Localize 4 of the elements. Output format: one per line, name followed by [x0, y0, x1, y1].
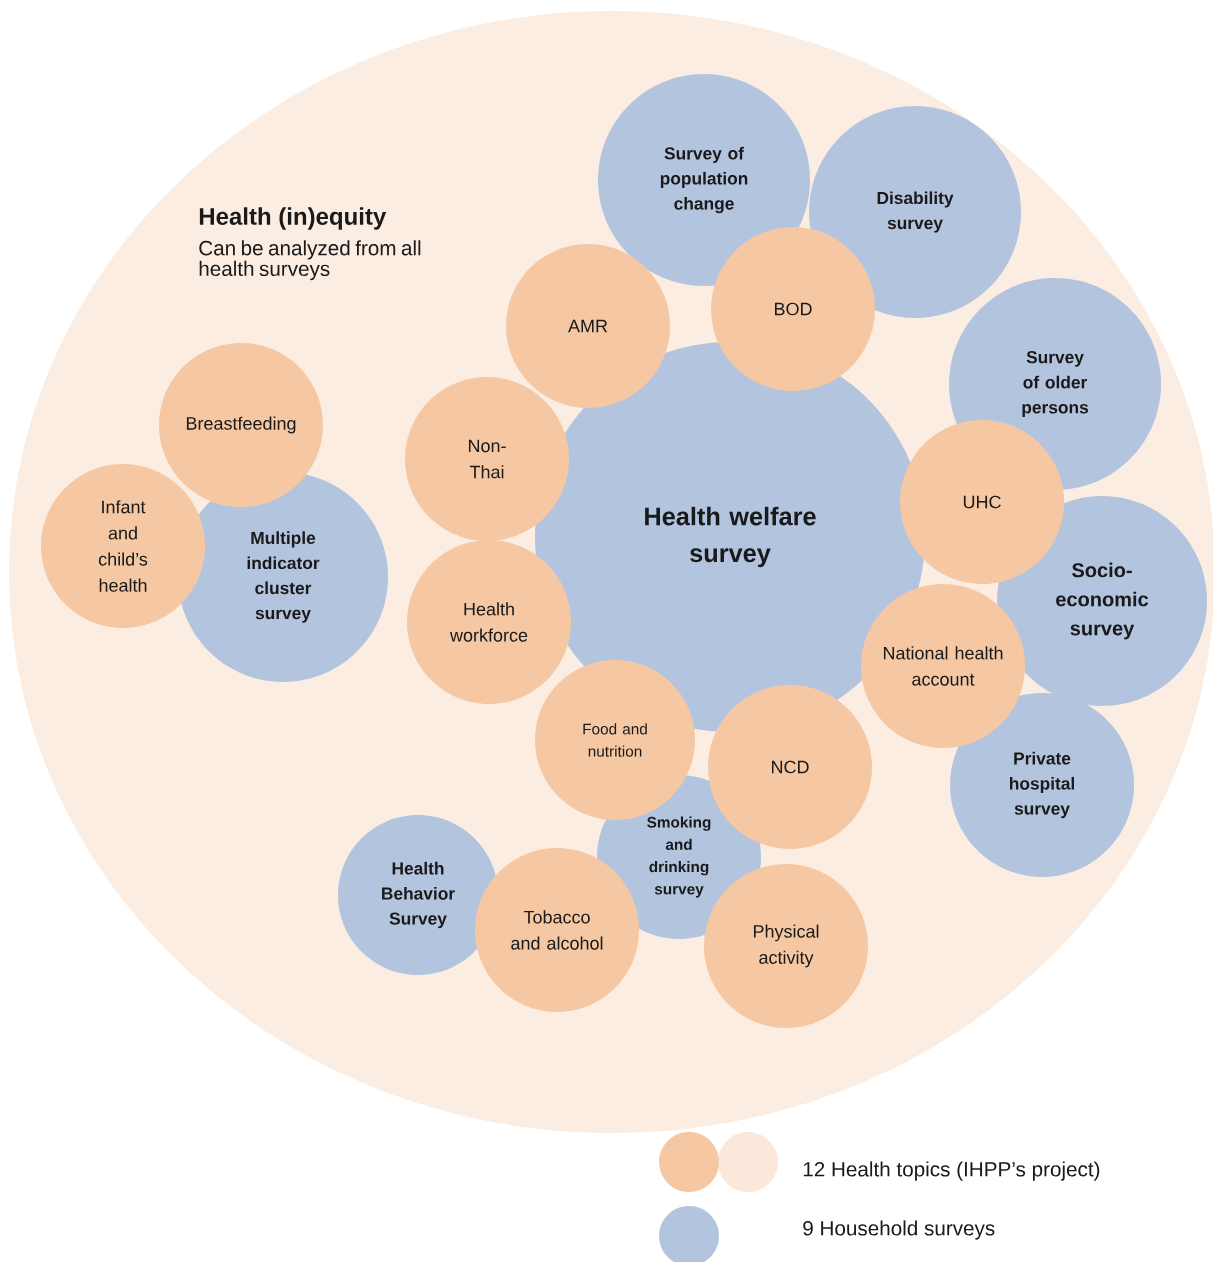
note-text: Can be analyzed from all health surveys [199, 240, 421, 281]
legend-label: 12 Health topics (IHPP’s project) [803, 1161, 1100, 1181]
legend-label: 9 Household surveys [803, 1220, 995, 1240]
heading: Health (in)equity [199, 207, 387, 230]
